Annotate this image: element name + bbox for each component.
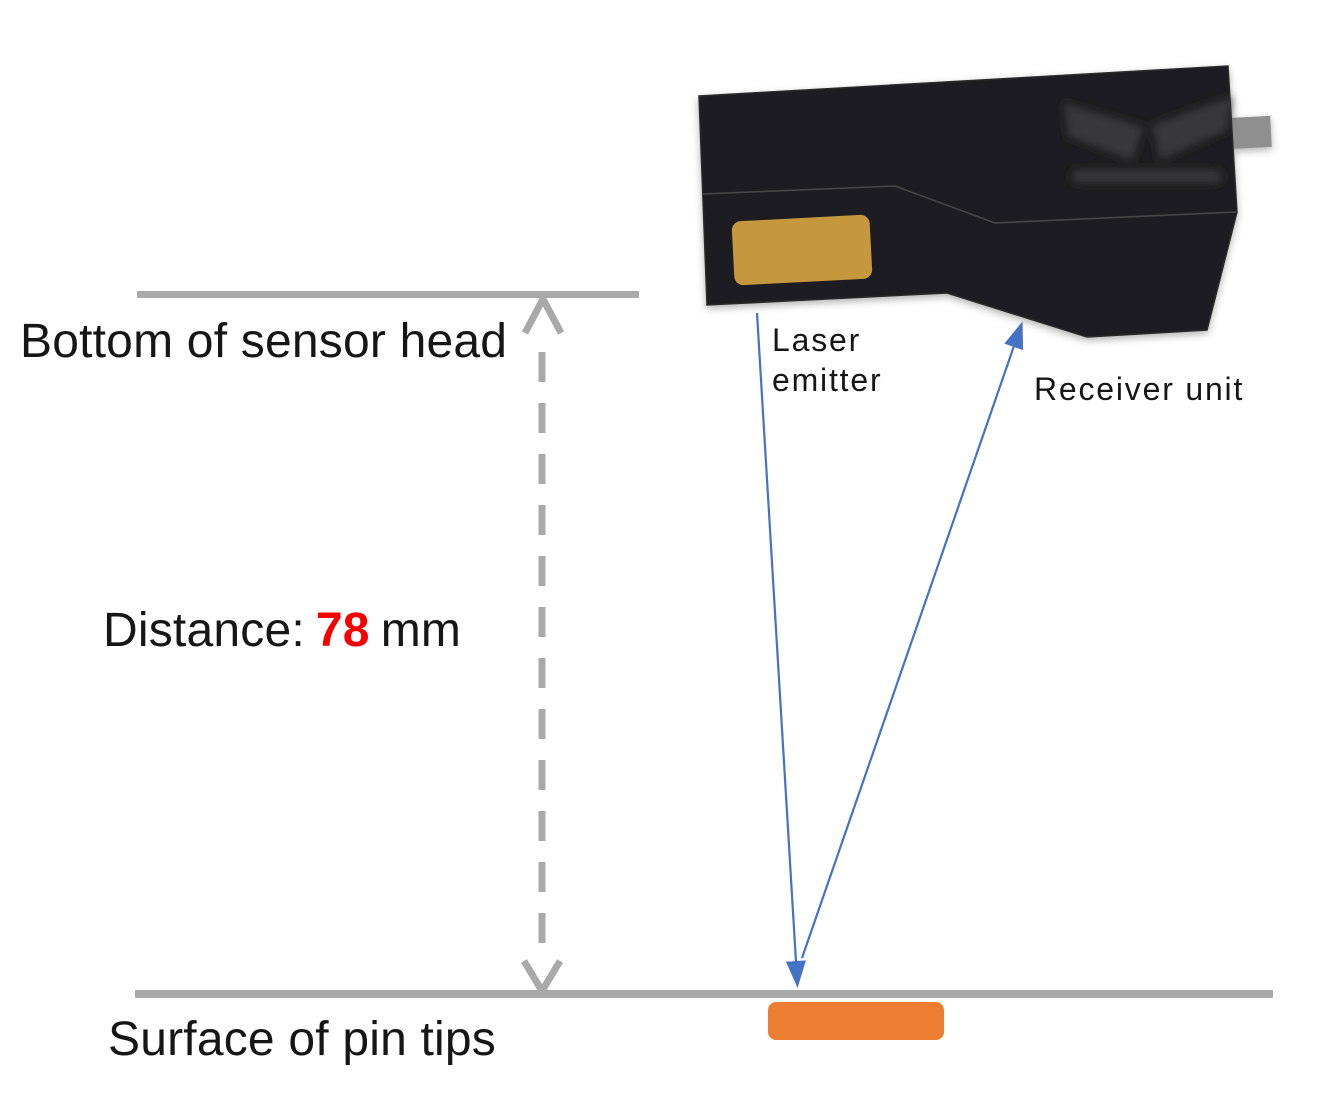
- sensor-connector-tab: [1227, 115, 1272, 150]
- pin-tips-block: [768, 1002, 944, 1040]
- label-receiver-unit: Receiver unit: [1034, 371, 1245, 407]
- label-laser-emitter: Laser emitter: [772, 320, 882, 400]
- sensor-logo-blurred: [1064, 96, 1232, 183]
- sensor-head-body: [698, 65, 1238, 338]
- label-surface-of-pin-tips: Surface of pin tips: [108, 1013, 497, 1066]
- laser-beam-receive: [800, 321, 1024, 959]
- distance-prefix: Distance:: [103, 604, 305, 657]
- label-laser-emitter-line2: emitter: [772, 362, 883, 398]
- distance-value: 78: [315, 604, 370, 657]
- distance-arrow-down-head: [520, 959, 564, 998]
- sensor-head-seam: [702, 185, 1237, 224]
- sensor-bottom-reference-line: [137, 291, 639, 298]
- label-bottom-of-sensor-head: Bottom of sensor head: [20, 315, 508, 368]
- laser-emitter-window: [731, 214, 873, 286]
- distance-unit: mm: [380, 604, 462, 657]
- sensor-logo-left-wing: [1064, 103, 1144, 161]
- sensor-logo-text-blur: [1072, 170, 1222, 183]
- laser-beam-emit: [755, 312, 806, 988]
- sensor-logo-right-wing: [1152, 96, 1232, 160]
- sensor-head: [698, 65, 1272, 338]
- distance-arrow-up-head: [521, 291, 565, 335]
- pin-surface-line: [135, 990, 1273, 998]
- label-laser-emitter-line1: Laser: [772, 322, 862, 358]
